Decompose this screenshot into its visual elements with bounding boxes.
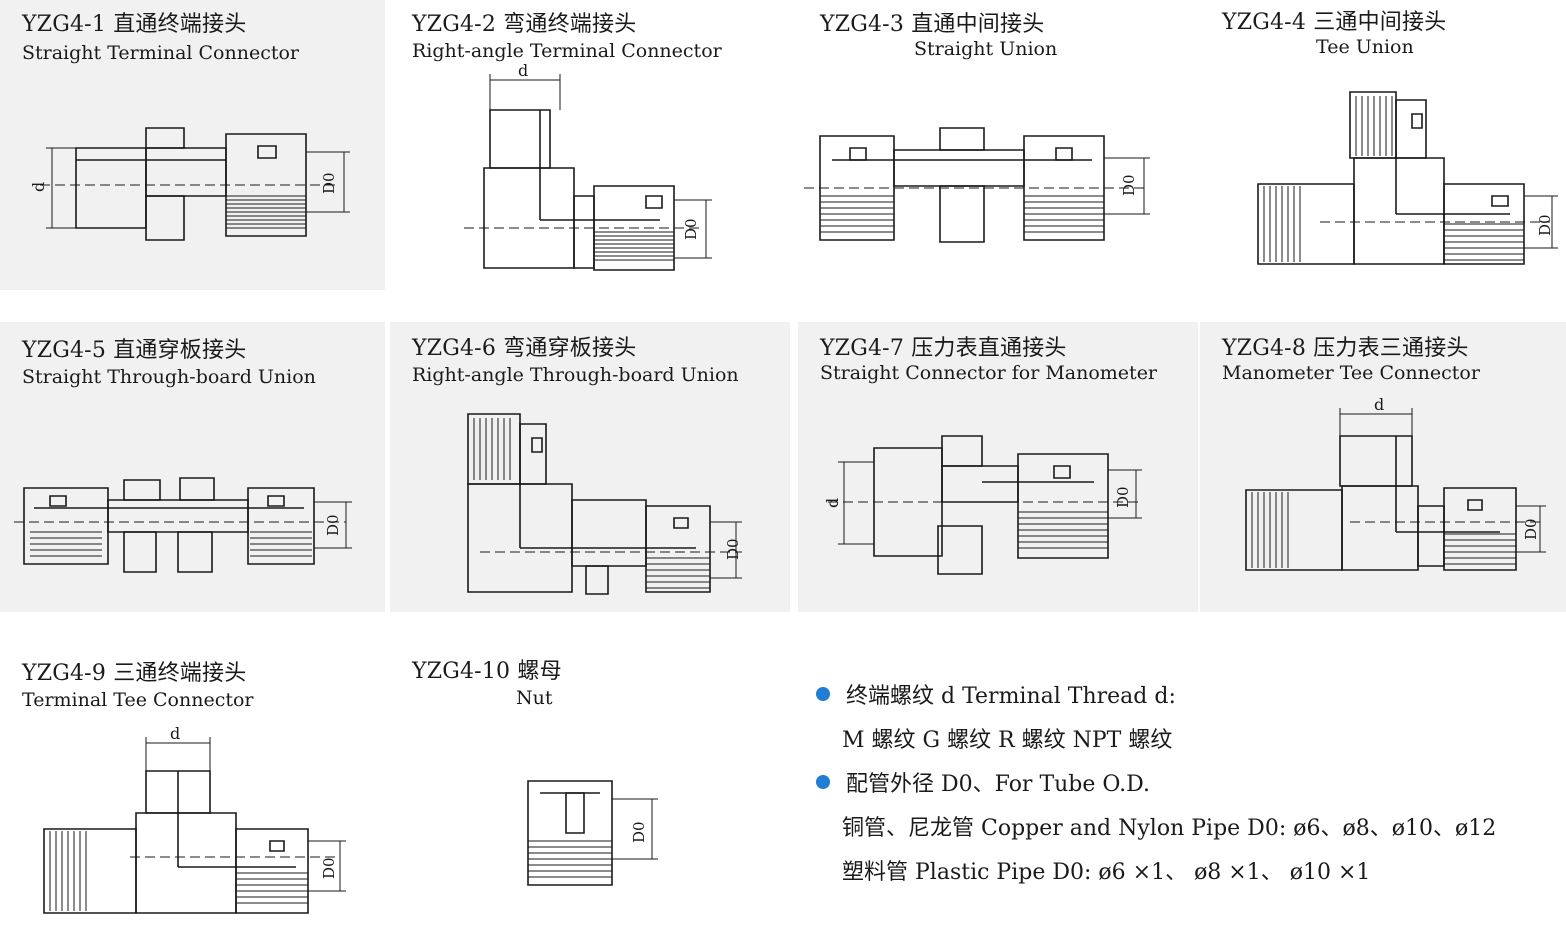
item-name: Manometer Tee Connector (1222, 362, 1480, 384)
panel-yzg4-9: YZG4-9 三通终端接头 Terminal Tee Connector d D… (0, 645, 385, 928)
do-dimension-label: D0 (1120, 174, 1138, 196)
item-code: YZG4-9 三通终端接头 (22, 661, 247, 686)
item-code: YZG4-6 弯通穿板接头 (412, 336, 637, 361)
item-name: Straight Terminal Connector (22, 42, 300, 64)
item-code: YZG4-4 三通中间接头 (1222, 10, 1447, 35)
do-dimension-label: D0 (682, 218, 700, 240)
panel-yzg4-10: YZG4-10 螺母 Nut D0 (390, 645, 790, 928)
note-text: 配管外径 D0、For Tube O.D. (846, 772, 1150, 797)
item-code: YZG4-8 压力表三通接头 (1222, 336, 1469, 361)
panel-yzg4-5: YZG4-5 直通穿板接头 Straight Through-board Uni… (0, 322, 385, 612)
note-terminal-thread: 终端螺纹 d Terminal Thread d: (816, 678, 1176, 710)
panel-yzg4-6: YZG4-6 弯通穿板接头 Right-angle Through-board … (390, 322, 790, 612)
note-copper-nylon: 铜管、尼龙管 Copper and Nylon Pipe D0: ø6、ø8、ø… (842, 816, 1497, 841)
item-name: Terminal Tee Connector (22, 689, 254, 711)
specification-notes: 终端螺纹 d Terminal Thread d: M 螺纹 G 螺纹 R 螺纹… (812, 672, 1552, 912)
do-dimension-label: D0 (1522, 518, 1540, 540)
note-plastic: 塑料管 Plastic Pipe D0: ø6 ×1、 ø8 ×1、 ø10 ×… (842, 860, 1371, 885)
panel-yzg4-2: YZG4-2 弯通终端接头 Right-angle Terminal Conne… (390, 0, 790, 290)
do-dimension-label: D0 (320, 172, 338, 194)
straight-connector-manometer-drawing: d D0 (823, 322, 1198, 612)
item-code: YZG4-10 螺母 (412, 659, 562, 684)
do-dimension-label: D0 (724, 538, 742, 560)
tee-union-drawing: D0 (1200, 0, 1566, 290)
d-dimension-label: d (1374, 395, 1384, 414)
d-dimension-label: d (823, 498, 842, 508)
note-thread-types: M 螺纹 G 螺纹 R 螺纹 NPT 螺纹 (842, 728, 1173, 753)
note-text: 终端螺纹 d Terminal Thread d: (846, 684, 1176, 709)
d-dimension-label: d (170, 724, 180, 743)
item-code: YZG4-3 直通中间接头 (820, 12, 1045, 37)
do-dimension-label: D0 (1536, 214, 1554, 236)
panel-yzg4-3: YZG4-3 直通中间接头 Straight Union D0 (798, 0, 1198, 290)
item-name: Straight Union (914, 38, 1058, 60)
item-name: Straight Through-board Union (22, 366, 316, 388)
item-code: YZG4-2 弯通终端接头 (412, 12, 637, 37)
straight-union-drawing: D0 (798, 0, 1198, 290)
manometer-tee-connector-drawing: d D0 (1200, 395, 1566, 612)
item-name: Right-angle Through-board Union (412, 364, 739, 386)
nut-drawing: D0 (390, 645, 790, 928)
panel-yzg4-7: YZG4-7 压力表直通接头 Straight Connector for Ma… (798, 322, 1198, 612)
item-code: YZG4-5 直通穿板接头 (22, 338, 247, 363)
d-dimension-label: d (29, 182, 48, 192)
panel-yzg4-4: YZG4-4 三通中间接头 Tee Union D0 (1200, 0, 1566, 290)
note-tube-od: 配管外径 D0、For Tube O.D. (816, 766, 1150, 798)
item-name: Right-angle Terminal Connector (412, 40, 722, 62)
do-dimension-label: D0 (320, 857, 338, 879)
right-angle-terminal-connector-drawing: d D0 (390, 61, 790, 290)
right-angle-through-board-union-drawing: D0 (390, 322, 742, 612)
bullet-icon (816, 775, 830, 789)
straight-terminal-connector-drawing: d D0 (29, 0, 385, 290)
item-name: Nut (516, 687, 553, 709)
terminal-tee-connector-drawing: d D0 (0, 724, 385, 928)
item-name: Straight Connector for Manometer (820, 362, 1158, 384)
bullet-icon (816, 687, 830, 701)
item-name: Tee Union (1316, 36, 1414, 58)
panel-yzg4-1: YZG4-1 直通终端接头 Straight Terminal Connecto… (0, 0, 385, 290)
straight-through-board-union-drawing: D0 (0, 322, 385, 612)
do-dimension-label: D0 (1114, 486, 1132, 508)
do-dimension-label: D0 (630, 821, 648, 843)
panel-yzg4-8: YZG4-8 压力表三通接头 Manometer Tee Connector d… (1200, 322, 1566, 612)
item-code: YZG4-1 直通终端接头 (22, 12, 247, 37)
d-dimension-label: d (518, 61, 528, 80)
do-dimension-label: D0 (324, 514, 342, 536)
item-code: YZG4-7 压力表直通接头 (820, 336, 1067, 361)
